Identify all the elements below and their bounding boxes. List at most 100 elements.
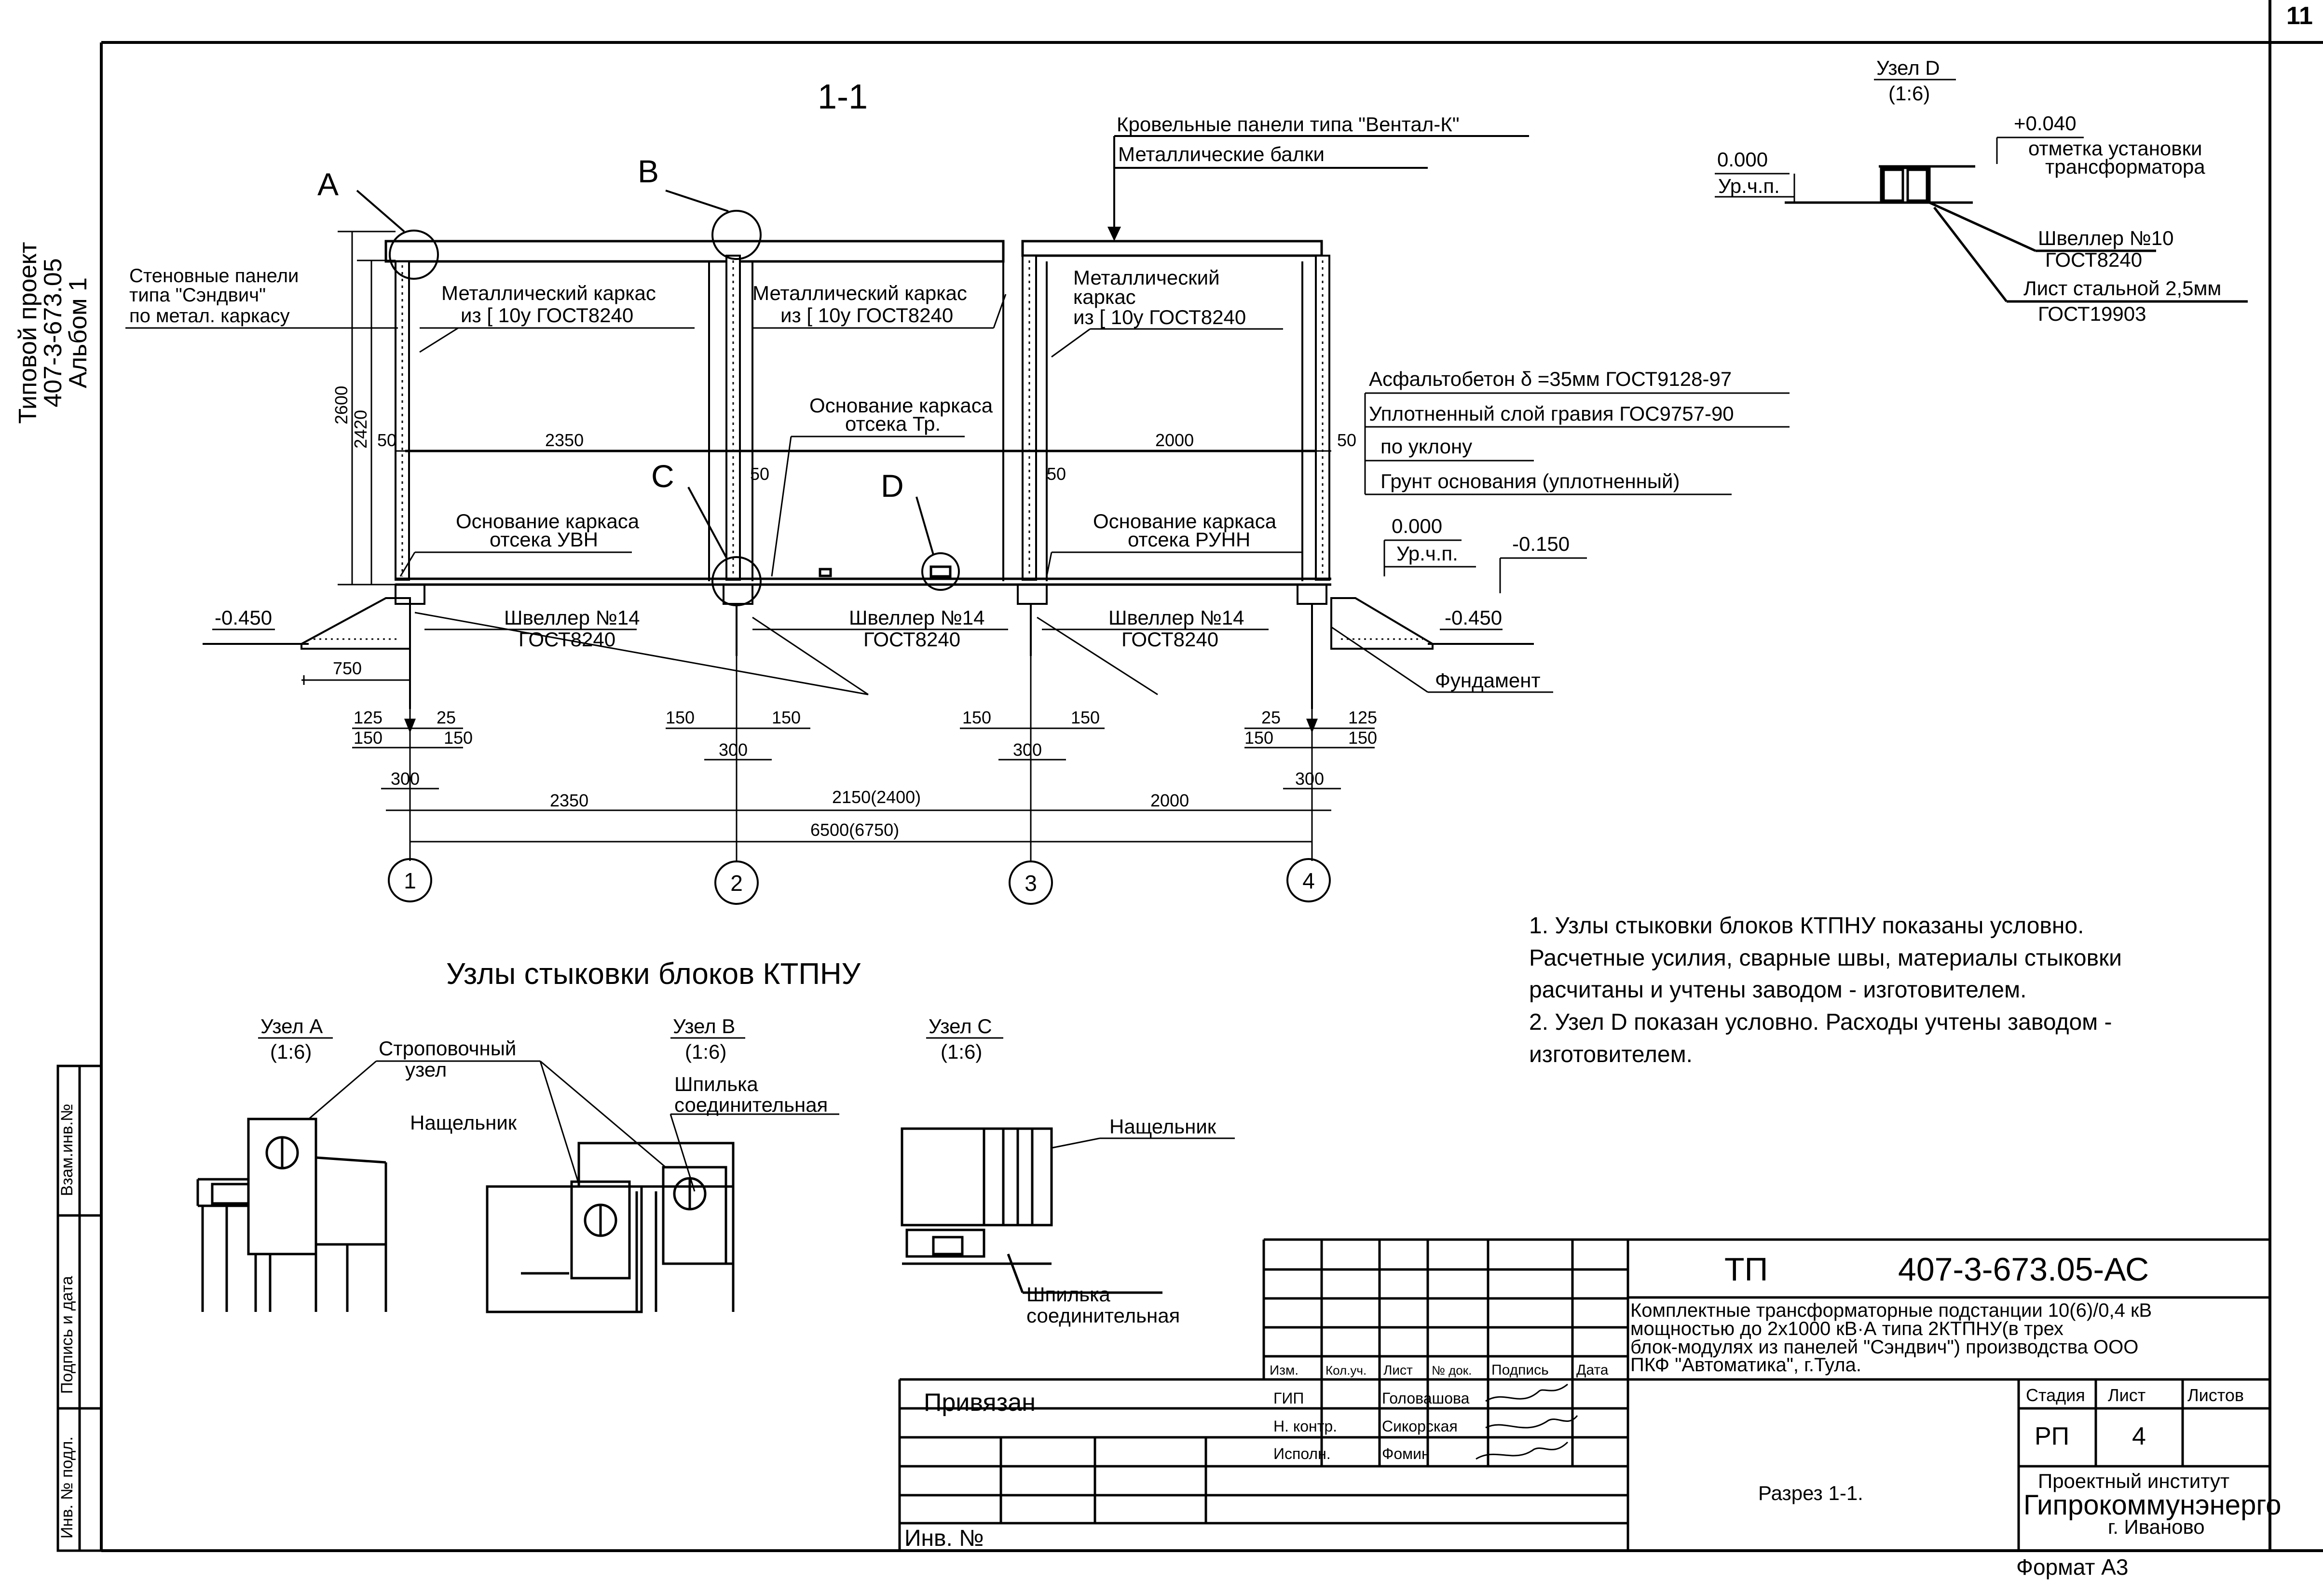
note-line3: расчитаны и учтены заводом - изготовител…: [1529, 977, 2026, 1003]
side-project-line3: Альбом 1: [64, 277, 92, 388]
tb-name-gip: Головашова: [1382, 1390, 1470, 1407]
side-stamp-sign-date: Подпись и дата: [58, 1276, 76, 1394]
tb-format: Формат А3: [2016, 1555, 2128, 1580]
note-line5: изготовителем.: [1529, 1042, 1693, 1067]
node-b-circle: [711, 210, 762, 260]
asphalt-label: Асфальтобетон δ =35мм ГОСТ9128-97: [1369, 368, 1732, 390]
c-cover-label: Нащельник: [1109, 1115, 1216, 1138]
node-b-label: B: [638, 153, 659, 189]
section-title: 1-1: [818, 78, 868, 116]
tb-code: 407-3-673.05-АС: [1898, 1251, 2149, 1288]
node-d-channel10: Швеллер №10: [2038, 227, 2173, 249]
title-block: ТП 407-3-673.05-АС Комплектные трансформ…: [898, 1238, 2281, 1551]
wall-panels-l1: Стеновные панели: [129, 265, 299, 286]
joint-c-drawing: [901, 1127, 1162, 1294]
dim-150-l: 150: [354, 728, 383, 748]
side-project-label: Типовой проект 407-3-673.05 Альбом 1: [14, 242, 92, 423]
node-d-circle: [921, 552, 960, 591]
base-tr-l2: отсека Тр.: [845, 412, 941, 435]
dim-150-l2: 150: [444, 728, 473, 748]
dim-150-2b: 150: [772, 708, 801, 727]
dim-125-l: 125: [354, 708, 383, 727]
level-minus450-right: -0.450: [1445, 606, 1502, 629]
joint-b-scale: (1:6): [685, 1040, 726, 1063]
cover-label: Нащельник: [410, 1111, 517, 1134]
side-stamp-inv-orig: Инв. № подл.: [58, 1436, 76, 1539]
roof-panels-label: Кровельные панели типа "Вентал-К": [1117, 113, 1460, 136]
dim-2150: 2150(2400): [832, 787, 921, 807]
metal-beams-label: Металлические балки: [1118, 143, 1325, 165]
node-a-circle: [389, 230, 439, 280]
dim-2350-bottom: 2350: [550, 791, 588, 810]
node-d-plus040: +0.040: [2014, 112, 2077, 135]
floor-level-right: Ур.ч.п.: [1396, 542, 1458, 565]
frame3-l3: из [ 10у ГОСТ8240: [1073, 306, 1246, 328]
lifting-l1: Строповочный: [379, 1037, 516, 1060]
dim-25-r: 25: [1261, 708, 1281, 727]
tb-h-sign: Подпись: [1491, 1362, 1549, 1378]
dim-150-3a: 150: [962, 708, 991, 727]
frame2-l2: из [ 10у ГОСТ8240: [780, 304, 953, 327]
base-uvn-l1: Основание каркаса: [456, 510, 640, 532]
node-d-title: Узел D: [1876, 56, 1940, 79]
dim-50-a: 50: [377, 430, 396, 450]
tb-code-prefix: ТП: [1724, 1251, 1768, 1288]
frame1-l1: Металлический каркас: [441, 282, 656, 304]
channel14-2: Швеллер №14: [849, 606, 984, 629]
tb-stage-h: Стадия: [2026, 1385, 2085, 1405]
section-dim-lines: [338, 231, 1331, 586]
dim-2000-top: 2000: [1155, 430, 1194, 450]
channel14-3: Швеллер №14: [1108, 606, 1244, 629]
tb-list: 4: [2132, 1422, 2146, 1450]
notes: 1. Узлы стыковки блоков КТПНУ показаны у…: [1529, 913, 2122, 1067]
ground: [203, 584, 1534, 733]
joint-a-scale: (1:6): [270, 1040, 312, 1063]
frame3-l1: Металлический: [1073, 266, 1220, 289]
lifting-l2: узел: [405, 1058, 447, 1081]
sheet-number: 11: [2286, 2, 2313, 30]
node-d-section: [1785, 165, 2248, 303]
joints-title: Узлы стыковки блоков КТПНУ: [446, 957, 861, 991]
joint-b-title: Узел В: [673, 1015, 735, 1037]
node-d-scale: (1:6): [1888, 82, 1930, 105]
side-stamp-inv-zam: Взам.инв.№: [58, 1104, 76, 1196]
dim-125-r: 125: [1348, 708, 1377, 727]
dim-150-r: 150: [1244, 728, 1273, 748]
dim-6500: 6500(6750): [810, 820, 899, 840]
node-d-gost8240: ГОСТ8240: [2045, 248, 2142, 271]
tb-org3: г. Иваново: [2108, 1515, 2205, 1538]
tb-name-nk: Сикорская: [1382, 1418, 1458, 1435]
base-runn-l2: отсека РУНН: [1128, 528, 1250, 551]
dim-25-l: 25: [437, 708, 456, 727]
tb-org1: Проектный институт: [2038, 1470, 2229, 1492]
frame1-l2: из [ 10у ГОСТ8240: [461, 304, 633, 327]
dim-300-2: 300: [719, 740, 748, 760]
dim-2000-bottom: 2000: [1150, 791, 1189, 810]
note-line1: 1. Узлы стыковки блоков КТПНУ показаны у…: [1529, 913, 2084, 939]
wall-panels-l2: типа "Сэндвич": [129, 285, 266, 306]
note-line4: 2. Узел D показан условно. Расходы учтен…: [1529, 1009, 2112, 1035]
dim-300-3: 300: [1013, 740, 1042, 760]
node-d-zero: 0.000: [1717, 148, 1768, 171]
tb-h-ndok: № док.: [1432, 1363, 1472, 1378]
joint-c-scale: (1:6): [941, 1040, 982, 1063]
soil-label: Грунт основания (уплотненный): [1380, 470, 1680, 492]
joint-c-title: Узел С: [929, 1015, 992, 1037]
dim-2600: 2600: [331, 386, 351, 424]
node-d-mark-l2: трансформатора: [2045, 155, 2205, 178]
tb-list-h: Лист: [2108, 1385, 2145, 1405]
side-stamp: Взам.инв.№ Подпись и дата Инв. № подл.: [56, 1064, 103, 1552]
gravel-label: Уплотненный слой гравия ГОС9757-90: [1369, 402, 1734, 425]
note-line2: Расчетные усилия, сварные швы, материалы…: [1529, 945, 2122, 971]
dim-2350-top: 2350: [545, 430, 584, 450]
node-d-sheet-steel: Лист стальной 2,5мм: [2023, 277, 2221, 300]
signatures: [1476, 1383, 1578, 1460]
tb-inv-no: Инв. №: [904, 1526, 984, 1551]
tb-sheet-title: Разрез 1-1.: [1758, 1482, 1863, 1504]
roof: [384, 240, 1323, 263]
c-stud-l2: соединительная: [1026, 1304, 1180, 1327]
base-uvn-l2: отсека УВН: [490, 528, 598, 551]
stud-l1: Шпилька: [674, 1073, 758, 1095]
dim-150-r2: 150: [1348, 728, 1377, 748]
node-markers: [356, 190, 960, 606]
